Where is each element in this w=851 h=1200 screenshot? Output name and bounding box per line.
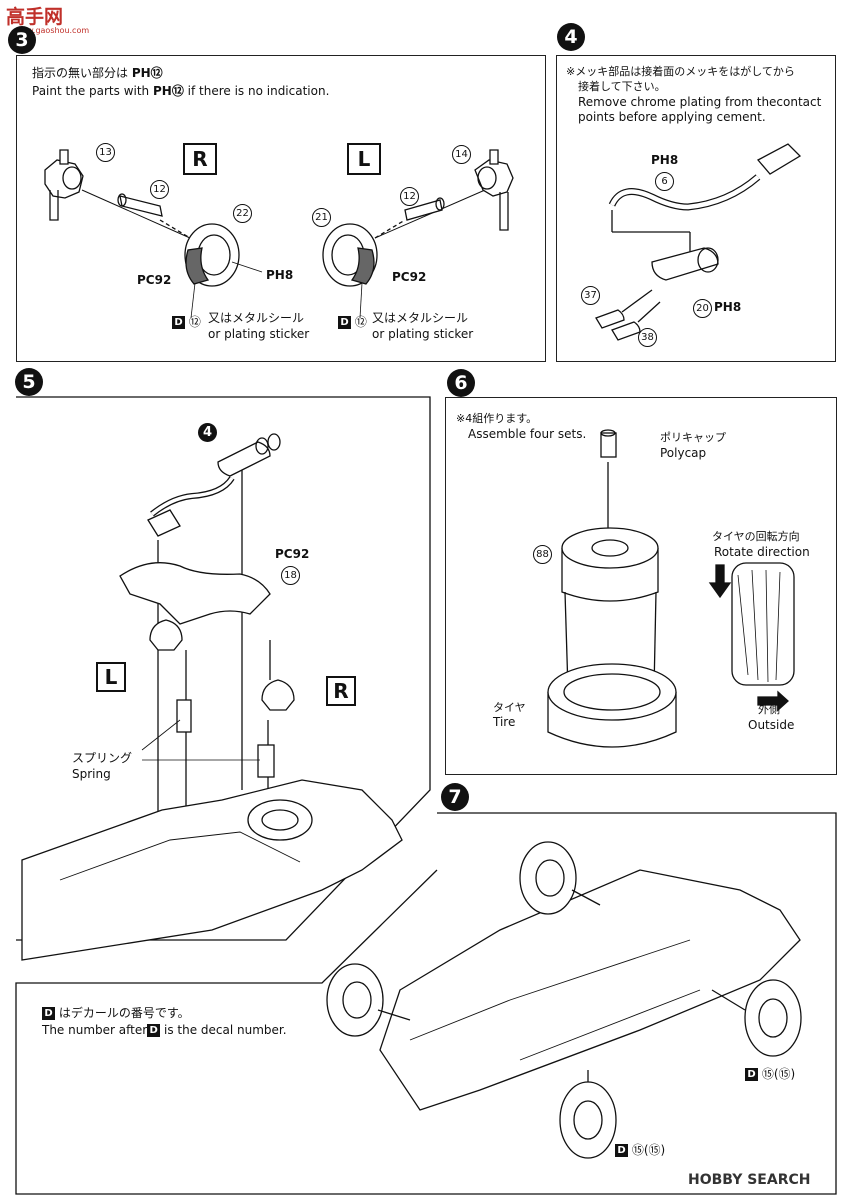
sticker-note-left-jp: 又はメタルシール bbox=[372, 311, 469, 325]
step-6-note-jp: ※4組作ります。 bbox=[456, 412, 538, 425]
decal-chip-icon: D bbox=[42, 1007, 55, 1020]
step-6-note-en: Assemble four sets. bbox=[468, 427, 587, 441]
ref-step-4-badge: 4 bbox=[198, 423, 217, 442]
tire-label-jp: タイヤ bbox=[493, 701, 526, 714]
part-37: 37 bbox=[581, 286, 600, 305]
decal-note-left: D ⑫ bbox=[338, 315, 367, 330]
paint-pc92-step5: PC92 bbox=[275, 547, 310, 561]
spring-label-en: Spring bbox=[72, 767, 111, 781]
paint-pc92-right: PC92 bbox=[137, 273, 172, 287]
decal-chip-icon: D bbox=[745, 1068, 758, 1081]
part-21: 21 bbox=[312, 208, 331, 227]
part-12-left: 12 bbox=[400, 187, 419, 206]
step-4-number: 4 bbox=[557, 23, 585, 51]
step-3-note-jp: 指示の無い部分は PH⑫ bbox=[32, 66, 163, 80]
tire-rotate-jp: タイヤの回転方向 bbox=[712, 530, 800, 543]
paint-code-ph12-en: PH⑫ bbox=[152, 84, 184, 98]
part-38: 38 bbox=[638, 328, 657, 347]
outside-label-en: Outside bbox=[748, 718, 795, 732]
part-12-right: 12 bbox=[150, 180, 169, 199]
decal-note-right: D ⑫ bbox=[172, 315, 201, 330]
paint-code-ph12: PH⑫ bbox=[131, 66, 163, 80]
paint-pc92-left: PC92 bbox=[392, 270, 427, 284]
part-14: 14 bbox=[452, 145, 471, 164]
top-watermark-logo: 高手网 bbox=[6, 6, 64, 28]
decal-chip-icon: D bbox=[172, 316, 185, 329]
paint-ph8-right: PH8 bbox=[266, 268, 294, 282]
part-18: 18 bbox=[281, 566, 300, 585]
part-22: 22 bbox=[233, 204, 252, 223]
part-13: 13 bbox=[96, 143, 115, 162]
sticker-note-right-jp: 又はメタルシール bbox=[208, 311, 305, 325]
right-side-label: R bbox=[183, 143, 217, 175]
tire-rotate-en: Rotate direction bbox=[714, 545, 810, 559]
part-20: 20 bbox=[693, 299, 712, 318]
left-side-label: L bbox=[347, 143, 381, 175]
right-side-label-step5: R bbox=[326, 676, 356, 706]
top-watermark-url: www.gaoshou.com bbox=[14, 26, 90, 35]
decal-legend-jp: D はデカールの番号です。 bbox=[42, 1006, 190, 1021]
outside-label-jp: 外側 bbox=[758, 703, 780, 716]
decal-chip-icon: D bbox=[615, 1144, 628, 1157]
step-4-note-en2: points before applying cement. bbox=[578, 110, 766, 124]
spring-label-jp: スプリング bbox=[72, 751, 133, 765]
polycap-label-en: Polycap bbox=[660, 446, 707, 460]
step-4-note-en1: Remove chrome plating from thecontact bbox=[578, 95, 822, 109]
bottom-watermark-logo: HOBBY SEARCH bbox=[688, 1172, 811, 1188]
step-6-number: 6 bbox=[447, 369, 475, 397]
tire-label-en: Tire bbox=[493, 715, 516, 729]
decal-chip-icon: D bbox=[147, 1024, 161, 1037]
part-6: 6 bbox=[655, 172, 674, 191]
step-3-number: 3 bbox=[8, 26, 36, 54]
paint-ph8-part6: PH8 bbox=[651, 153, 679, 167]
decal-chip-icon: D bbox=[338, 316, 351, 329]
step-4-note-jp2: 接着して下さい。 bbox=[578, 80, 666, 93]
step-5-number: 5 bbox=[15, 368, 43, 396]
polycap-label-jp: ポリキャップ bbox=[660, 431, 726, 444]
wheel-decal-bottom: D ⑮(⑮) bbox=[615, 1143, 665, 1158]
part-88: 88 bbox=[533, 545, 552, 564]
step-7-number: 7 bbox=[441, 783, 469, 811]
wheel-decal-right: D ⑮(⑮) bbox=[745, 1067, 795, 1082]
step-3-note-en: Paint the parts with PH⑫ if there is no … bbox=[32, 84, 330, 98]
sticker-note-right-en: or plating sticker bbox=[208, 327, 310, 341]
left-side-label-step5: L bbox=[96, 662, 126, 692]
step-4-note-jp1: ※メッキ部品は接着面のメッキをはがしてから bbox=[566, 65, 795, 78]
sticker-note-left-en: or plating sticker bbox=[372, 327, 474, 341]
paint-ph8-part20: PH8 bbox=[714, 300, 742, 314]
